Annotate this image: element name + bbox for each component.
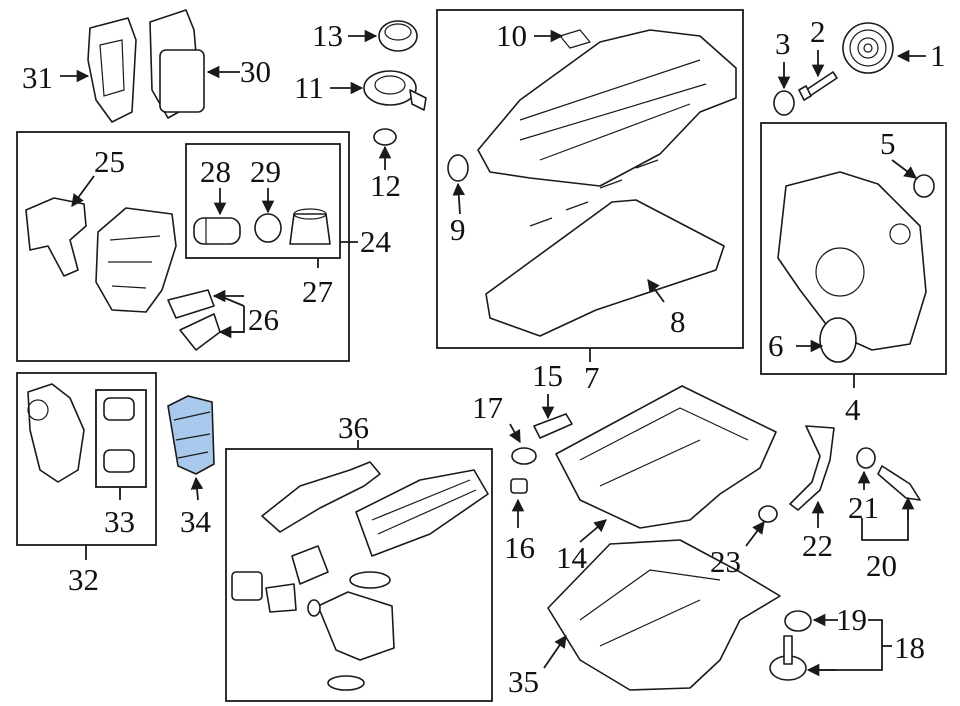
lower-oil-pan-part (547, 539, 781, 691)
seal-5-part (913, 174, 935, 198)
callout-16: 16 (504, 530, 535, 565)
callout-27: 27 (302, 274, 333, 309)
filter-housing-part (95, 207, 177, 313)
bolt-part (798, 71, 838, 101)
group-frame-24 (16, 131, 350, 362)
callout-14: 14 (556, 540, 588, 575)
callout-28: 28 (200, 154, 231, 189)
callout-35: 35 (508, 664, 539, 699)
o-ring-21-part (856, 447, 876, 469)
timing-cover-part (777, 171, 927, 351)
callout-24: 24 (360, 224, 392, 259)
washer-part (773, 90, 795, 116)
gasket-33b-part (103, 449, 135, 473)
group-frame-27 (185, 143, 341, 259)
callout-6: 6 (768, 328, 784, 363)
egr-assembly-part (231, 461, 489, 691)
callout-17: 17 (472, 390, 503, 425)
seal-23-part (758, 505, 778, 523)
callout-23: 23 (710, 544, 741, 579)
small-gasket-part (167, 289, 215, 319)
seal-9-part (447, 154, 469, 182)
housing-gasket-part (25, 197, 87, 277)
callout-7: 7 (584, 360, 600, 395)
oil-filter-part (193, 217, 241, 245)
oil-cap-part (378, 20, 418, 52)
callout-26: 26 (248, 302, 279, 337)
gasket-part (87, 17, 137, 123)
seal-19-part (784, 610, 812, 632)
callout-12: 12 (370, 168, 401, 203)
callout-13: 13 (312, 18, 343, 53)
cover-gasket-part (485, 199, 725, 337)
upper-oil-pan-part (555, 385, 777, 529)
oil-cooler-part (149, 9, 205, 119)
sensor-15-part (533, 413, 573, 439)
small-gasket-part (179, 313, 221, 351)
callout-29: 29 (250, 154, 281, 189)
drain-plug-part (510, 478, 528, 494)
callout-30: 30 (240, 54, 271, 89)
callout-32: 32 (68, 562, 99, 597)
callout-9: 9 (450, 212, 466, 247)
callout-15: 15 (532, 358, 563, 393)
filter-cap-part (289, 208, 331, 245)
callout-22: 22 (802, 528, 833, 563)
dipstick-part (877, 465, 921, 501)
callout-labels: 1 2 3 4 5 6 7 8 9 10 11 12 13 14 15 16 1… (22, 14, 946, 699)
callout-2: 2 (810, 14, 826, 49)
group-frame-36 (225, 448, 493, 702)
callout-33: 33 (104, 504, 135, 539)
oil-level-sensor-part (769, 635, 807, 681)
callout-3: 3 (775, 26, 791, 61)
valve-cover-part (477, 29, 737, 187)
callout-36: 36 (338, 410, 369, 445)
callout-25: 25 (94, 144, 125, 179)
callout-31: 31 (22, 60, 53, 95)
o-ring-part (373, 128, 397, 146)
highlighted-cooler-part[interactable] (167, 395, 215, 475)
callout-1: 1 (930, 38, 946, 73)
callout-10: 10 (496, 18, 527, 53)
gasket-33a-part (103, 397, 135, 421)
washer-17-part (511, 447, 537, 465)
callout-21: 21 (848, 490, 879, 525)
callout-18: 18 (894, 630, 925, 665)
leader-lines (60, 29, 926, 677)
dipstick-tube-part (789, 425, 835, 511)
pulley-part (842, 22, 894, 74)
filler-neck-part (363, 70, 427, 111)
callout-20: 20 (866, 548, 897, 583)
filter-seal-part (254, 213, 282, 243)
plug-seals-part (529, 159, 659, 227)
callout-5: 5 (880, 126, 896, 161)
callout-19: 19 (836, 602, 867, 637)
callout-8: 8 (670, 304, 686, 339)
thermostat-housing-part (27, 383, 85, 483)
callout-4: 4 (845, 392, 861, 427)
seal-6-part (819, 317, 857, 363)
callout-34: 34 (180, 504, 212, 539)
callout-11: 11 (294, 70, 324, 105)
group-frame-33 (95, 389, 147, 488)
